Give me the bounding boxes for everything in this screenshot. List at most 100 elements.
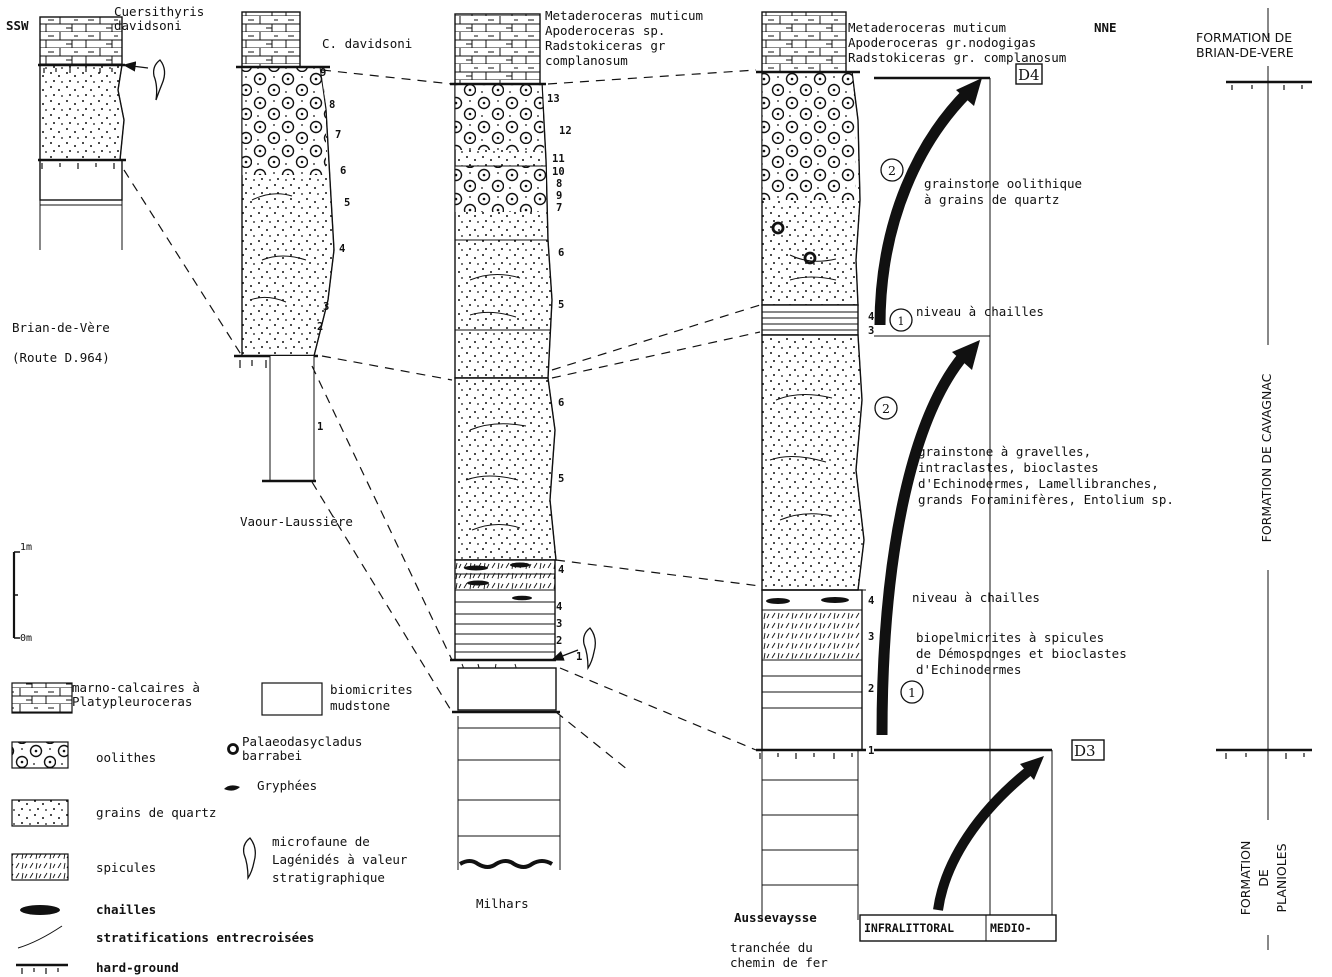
legend-swatch-marno <box>11 682 73 714</box>
desc-grainstone-grav-4: grands Foraminifères, Entolium sp. <box>918 492 1174 507</box>
milhars-bed-6-upper: 6 <box>558 247 564 259</box>
aussevaysse-ammonite-2: Apoderoceras gr.nodogigas <box>848 35 1036 50</box>
legend-hardground: hard-ground <box>96 960 179 975</box>
section-aussevaysse <box>756 11 866 920</box>
milhars-bed-9: 9 <box>556 190 562 202</box>
milhars-bed-12: 12 <box>559 125 572 137</box>
milhars-bed-1: 1 <box>576 651 582 663</box>
scale-top-label: 1m <box>20 542 32 553</box>
sequence-panel <box>859 63 1105 942</box>
vaour-bed-9: 9 <box>320 67 326 79</box>
desc-grainstone-ool-2: à grains de quartz <box>924 192 1059 207</box>
scale-bottom-label: 0m <box>20 633 32 644</box>
milhars-ammonite-4: complanosum <box>545 53 628 68</box>
legend-swatch-oolithes <box>11 741 69 769</box>
environment-medio: MEDIO- <box>990 921 1032 935</box>
formation-planioles-line3: PLANIOLES <box>1274 843 1289 912</box>
legend-gryphees: Gryphées <box>257 778 317 793</box>
aussevaysse-place-line1: tranchée du <box>730 940 813 955</box>
legend-swatch-quartz <box>11 799 69 827</box>
formation-brian-line1: FORMATION DE <box>1196 30 1292 45</box>
legend-marno-1: marno-calcaires à <box>72 680 200 695</box>
desc-grainstone-grav-2: intraclastes, bioclastes <box>918 460 1099 475</box>
legend-biomicrites-2: mudstone <box>330 698 390 713</box>
legend-swatch-biomicrites <box>261 682 323 716</box>
correlation-lines <box>123 69 761 771</box>
desc-biopel-1: biopelmicrites à spicules <box>916 630 1104 645</box>
legend-stratif: stratifications entrecroisées <box>96 930 314 945</box>
legend <box>11 682 323 974</box>
legend-palaeo-2: barrabei <box>242 748 302 763</box>
vaour-bed-5: 5 <box>344 197 350 209</box>
section-brian-de-vere <box>38 16 166 250</box>
milhars-bed-5-lower: 5 <box>558 473 564 485</box>
formation-cavagnac: FORMATION DE CAVAGNAC <box>1259 373 1274 542</box>
milhars-bed-6-lower: 6 <box>558 397 564 409</box>
milhars-ammonite-2: Apoderoceras sp. <box>545 23 665 38</box>
milhars-bed-11: 11 <box>552 153 565 165</box>
milhars-bed-5-upper: 5 <box>558 299 564 311</box>
milhars-bed-4-upper: 4 <box>558 564 564 576</box>
legend-palaeo-1: Palaeodasycladus <box>242 734 362 749</box>
cycle-label-2-lower: 2 <box>882 401 890 416</box>
legend-marno-2: Platypleuroceras <box>72 694 192 709</box>
cycle-label-2-upper: 2 <box>888 163 896 178</box>
vaour-bed-8: 8 <box>329 99 335 111</box>
aussevaysse-bed-3-lower: 3 <box>868 631 874 643</box>
legend-microfaune-1: microfaune de <box>272 834 370 849</box>
vaour-bed-4: 4 <box>339 243 345 255</box>
brian-section-road: (Route D.964) <box>12 350 110 365</box>
desc-grainstone-grav-3: d'Echinodermes, Lamellibranches, <box>918 476 1159 491</box>
legend-chailles: chailles <box>96 902 156 917</box>
sequence-marker-d4: D4 <box>1018 66 1040 84</box>
vaour-bed-1: 1 <box>317 421 323 433</box>
milhars-bed-3: 3 <box>556 618 562 630</box>
legend-microfaune-3: stratigraphique <box>272 870 385 885</box>
vaour-section-name: Vaour-Laussière <box>240 514 353 529</box>
legend-microfaune-2: Lagénidés à valeur <box>272 852 408 867</box>
formation-column <box>1216 8 1312 950</box>
aussevaysse-bed-3-upper: 3 <box>868 325 874 337</box>
milhars-bed-2: 2 <box>556 635 562 647</box>
legend-symbol-palaeodasycladus <box>227 743 239 755</box>
legend-symbol-gryphees <box>224 785 240 791</box>
sequence-marker-d3: D3 <box>1074 742 1096 760</box>
legend-symbol-chailles <box>20 905 60 915</box>
vaour-bed-2: 2 <box>317 321 323 333</box>
milhars-ammonite-1: Metaderoceras muticum <box>545 8 703 23</box>
brian-fossil-label-line1: Cuersithyris <box>114 4 204 19</box>
desc-chailles-upper: niveau à chailles <box>916 304 1044 319</box>
formation-planioles-line2: DE <box>1256 869 1271 887</box>
section-vaour-laussiere <box>234 11 335 483</box>
cycle-label-1-lower: 1 <box>908 685 916 700</box>
milhars-bed-8: 8 <box>556 178 562 190</box>
vaour-fossil-label: C. davidsoni <box>322 36 412 51</box>
desc-grainstone-ool-1: grainstone oolithique <box>924 176 1082 191</box>
aussevaysse-bed-4-lower: 4 <box>868 595 874 607</box>
vaour-bed-7: 7 <box>335 129 341 141</box>
cycle-label-1-upper: 1 <box>898 315 905 328</box>
milhars-bed-7: 7 <box>556 202 562 214</box>
milhars-bed-10: 10 <box>552 166 565 178</box>
aussevaysse-section-name: Aussevaysse <box>734 910 817 925</box>
desc-biopel-3: d'Echinodermes <box>916 662 1021 677</box>
palaeodasycladus-symbol <box>803 251 817 265</box>
formation-brian-line2: BRIAN-DE-VERE <box>1196 45 1294 60</box>
legend-symbol-microfaune <box>242 837 256 881</box>
aussevaysse-bed-2: 2 <box>868 683 874 695</box>
brian-section-name: Brian-de-Vère <box>12 320 110 335</box>
desc-grainstone-grav-1: grainstone à gravelles, <box>918 444 1091 459</box>
milhars-section-name: Milhars <box>476 896 529 911</box>
legend-biomicrites-1: biomicrites <box>330 682 413 697</box>
vaour-bed-6: 6 <box>340 165 346 177</box>
orientation-nne: NNE <box>1094 20 1117 35</box>
brian-fossil-label-line2: davidsoni <box>114 18 182 33</box>
legend-quartz: grains de quartz <box>96 805 216 820</box>
aussevaysse-ammonite-3: Radstokiceras gr. complanosum <box>848 50 1066 65</box>
desc-biopel-2: de Démosponges et bioclastes <box>916 646 1127 661</box>
aussevaysse-bed-1: 1 <box>868 745 874 757</box>
legend-swatch-spicules <box>11 853 69 881</box>
aussevaysse-place-line2: chemin de fer <box>730 955 828 970</box>
legend-oolithes: oolithes <box>96 750 156 765</box>
